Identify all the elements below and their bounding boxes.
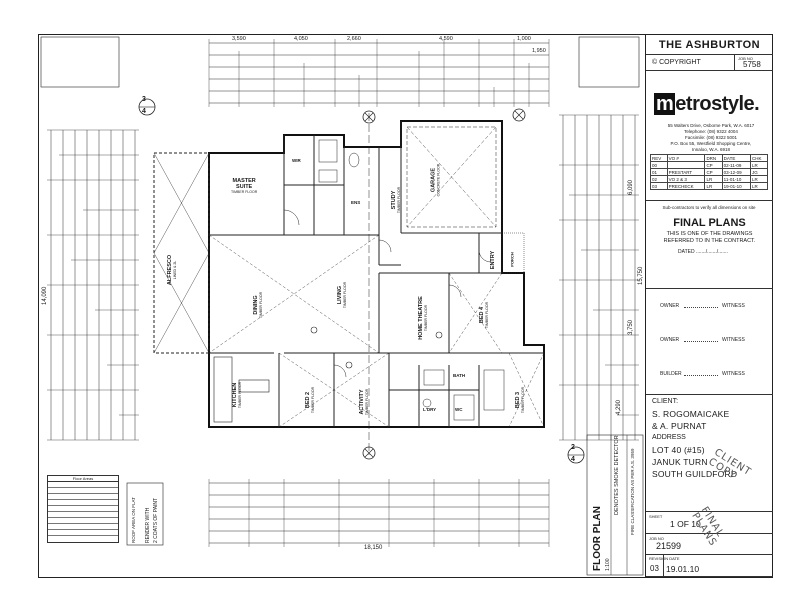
dim-top-2: 4,050 — [294, 36, 308, 42]
revision-header-row: REV VO # DRN DATE CHK — [650, 154, 768, 162]
check-dimensions-note: Sub-contractors to verify all dimensions… — [662, 205, 756, 210]
revision-value: 03 — [650, 564, 659, 573]
signatures-block: OWNER WITNESS OWNER WITNESS BUILDER WITN… — [646, 289, 773, 395]
floor-areas-title: Floor Areas — [48, 476, 118, 482]
dim-top-1: 3,590 — [232, 36, 246, 42]
dim-bottom-overall: 18,150 — [364, 545, 383, 551]
dim-top-6: 1,950 — [532, 48, 546, 54]
copyright-text: © COPYRIGHT — [652, 59, 701, 66]
dim-right-overall: 15,750 — [638, 266, 644, 285]
dated-line: DATED ......./......./....... — [678, 249, 728, 255]
room-bed-3: BED 3 TIMBER FLOOR — [515, 386, 526, 414]
final-plans-block: Sub-contractors to verify all dimensions… — [646, 201, 773, 289]
room-activity: ACTIVITY TIMBER FLOOR — [359, 388, 370, 416]
dim-left-overall: 14,090 — [42, 286, 48, 305]
floor-plan-drawing — [40, 36, 644, 576]
house-name: THE ASHBURTON — [646, 35, 773, 55]
job-number-top: 5758 — [743, 60, 761, 69]
room-bed-4: BED 4 TIMBER FLOOR — [479, 301, 490, 329]
site-address-2: JANUK TURN — [652, 457, 708, 467]
client-name-2: & A. PURNAT — [652, 421, 707, 431]
table-row: 00 CP 02-11-09 LR — [650, 161, 768, 169]
room-bed-2: BED 2 TIMBER FLOOR — [305, 386, 316, 414]
render-note-2: 2 COATS OF PAINT — [153, 497, 159, 543]
client-name-1: S. ROGOMAICAKE — [652, 409, 730, 419]
room-kitchen: KITCHEN TIMBER FLOOR — [232, 381, 243, 409]
revision-date-label: REVISION DATE — [649, 556, 680, 561]
dim-right-4: 4,290 — [616, 399, 622, 415]
section-marker-top-number: 3 — [142, 96, 146, 103]
smoke-detector-note: DENOTES SMOKE DETECTOR — [614, 435, 620, 515]
sheet-label: SHEET — [649, 514, 663, 519]
dim-top-3: 2,660 — [347, 36, 361, 42]
section-marker-bottom-number: 2 — [571, 444, 575, 451]
table-row: 02 VO 2 & 3 LR 11-01-10 LR — [650, 175, 768, 183]
site-address-3: SOUTH GUILDFORD — [652, 469, 738, 479]
table-row: 01 PRESTART CP 03-12-09 JG — [650, 168, 768, 176]
room-master-suite: MASTER SUITE TIMBER FLOOR — [231, 178, 258, 194]
render-note-1: RENDER WITH — [145, 507, 151, 543]
fire-classification-note: FIRE CLASSIFICATION AS PER A.S. 3959 — [630, 448, 635, 535]
room-wir: WIR — [292, 158, 301, 163]
room-home-theatre: HOME THEATRE TIMBER FLOOR — [417, 296, 428, 340]
final-plans-heading: FINAL PLANS — [673, 217, 746, 229]
floor-plan-scale: 1:100 — [605, 558, 611, 571]
revision-date-block: REVISION DATE 03 19.01.10 — [646, 555, 773, 577]
room-laundry: L'DRY — [423, 407, 437, 412]
revision-date-value: 19.01.10 — [666, 564, 700, 574]
job-number-label: JOB NO — [649, 536, 664, 541]
table-row: 03 PRECHECK LR 19-01-10 LR — [650, 182, 768, 190]
section-marker-top-sheet: 4 — [142, 108, 146, 115]
room-alfresco: ALFRESCO LINED & 2L — [167, 254, 178, 286]
room-entry: ENTRY — [490, 250, 497, 270]
client-label: CLIENT: — [652, 398, 679, 405]
job-label: JOB NO — [738, 56, 753, 61]
room-dining: DINING TIMBER FLOOR — [253, 291, 264, 319]
client-block: CLIENT: S. ROGOMAICAKE & A. PURNAT ADDRE… — [646, 395, 773, 512]
room-wc: WC — [455, 407, 463, 412]
sheet-number-block: SHEET 1 OF 10 — [646, 512, 773, 534]
sheet-value: 1 OF 10 — [670, 519, 701, 529]
room-porch: PORCH — [509, 252, 515, 267]
floor-areas-table: Floor Areas — [47, 475, 119, 543]
section-marker-bottom-sheet: 4 — [571, 456, 575, 463]
client-copy-stamp: CLIENT COPY — [706, 447, 754, 482]
company-address: 55 Walters Drive, Osborne Park, W.A. 601… — [667, 123, 755, 152]
floor-plan-title: FLOOR PLAN — [592, 506, 603, 571]
room-living: LIVING TIMBER FLOOR — [337, 281, 348, 309]
job-number-value: 21599 — [656, 541, 682, 551]
room-garage: GARAGE CONCRETE FLOOR — [430, 163, 441, 197]
copyright-row: © COPYRIGHT JOB NO 5758 — [646, 55, 773, 71]
final-plans-subtext: THIS IS ONE OF THE DRAWINGS REFERRED TO … — [663, 231, 756, 244]
address-label: ADDRESS — [652, 434, 686, 441]
job-number-block: JOB NO 21599 — [646, 534, 773, 555]
room-bath: BATH — [453, 373, 466, 378]
site-address-1: LOT 40 (#15) — [652, 445, 705, 455]
dim-right-2: 6,090 — [628, 179, 634, 195]
revision-table: REV VO # DRN DATE CHK 00 CP 02-11-09 LR … — [650, 154, 768, 190]
dim-top-4: 4,590 — [439, 36, 453, 42]
room-ens: ENS — [351, 200, 361, 205]
dim-right-3: 3,750 — [628, 319, 634, 335]
dim-top-5: 1,000 — [517, 36, 531, 42]
job-box: JOB NO 5758 — [734, 55, 774, 71]
roof-area-note: ROOF AREA ON FLAT — [131, 497, 136, 543]
room-study: STUDY TIMBER FLOOR — [391, 186, 402, 214]
drawing-sheet: 3 4 2 4 3,590 4,050 2,660 4,590 1,000 1,… — [38, 34, 773, 578]
